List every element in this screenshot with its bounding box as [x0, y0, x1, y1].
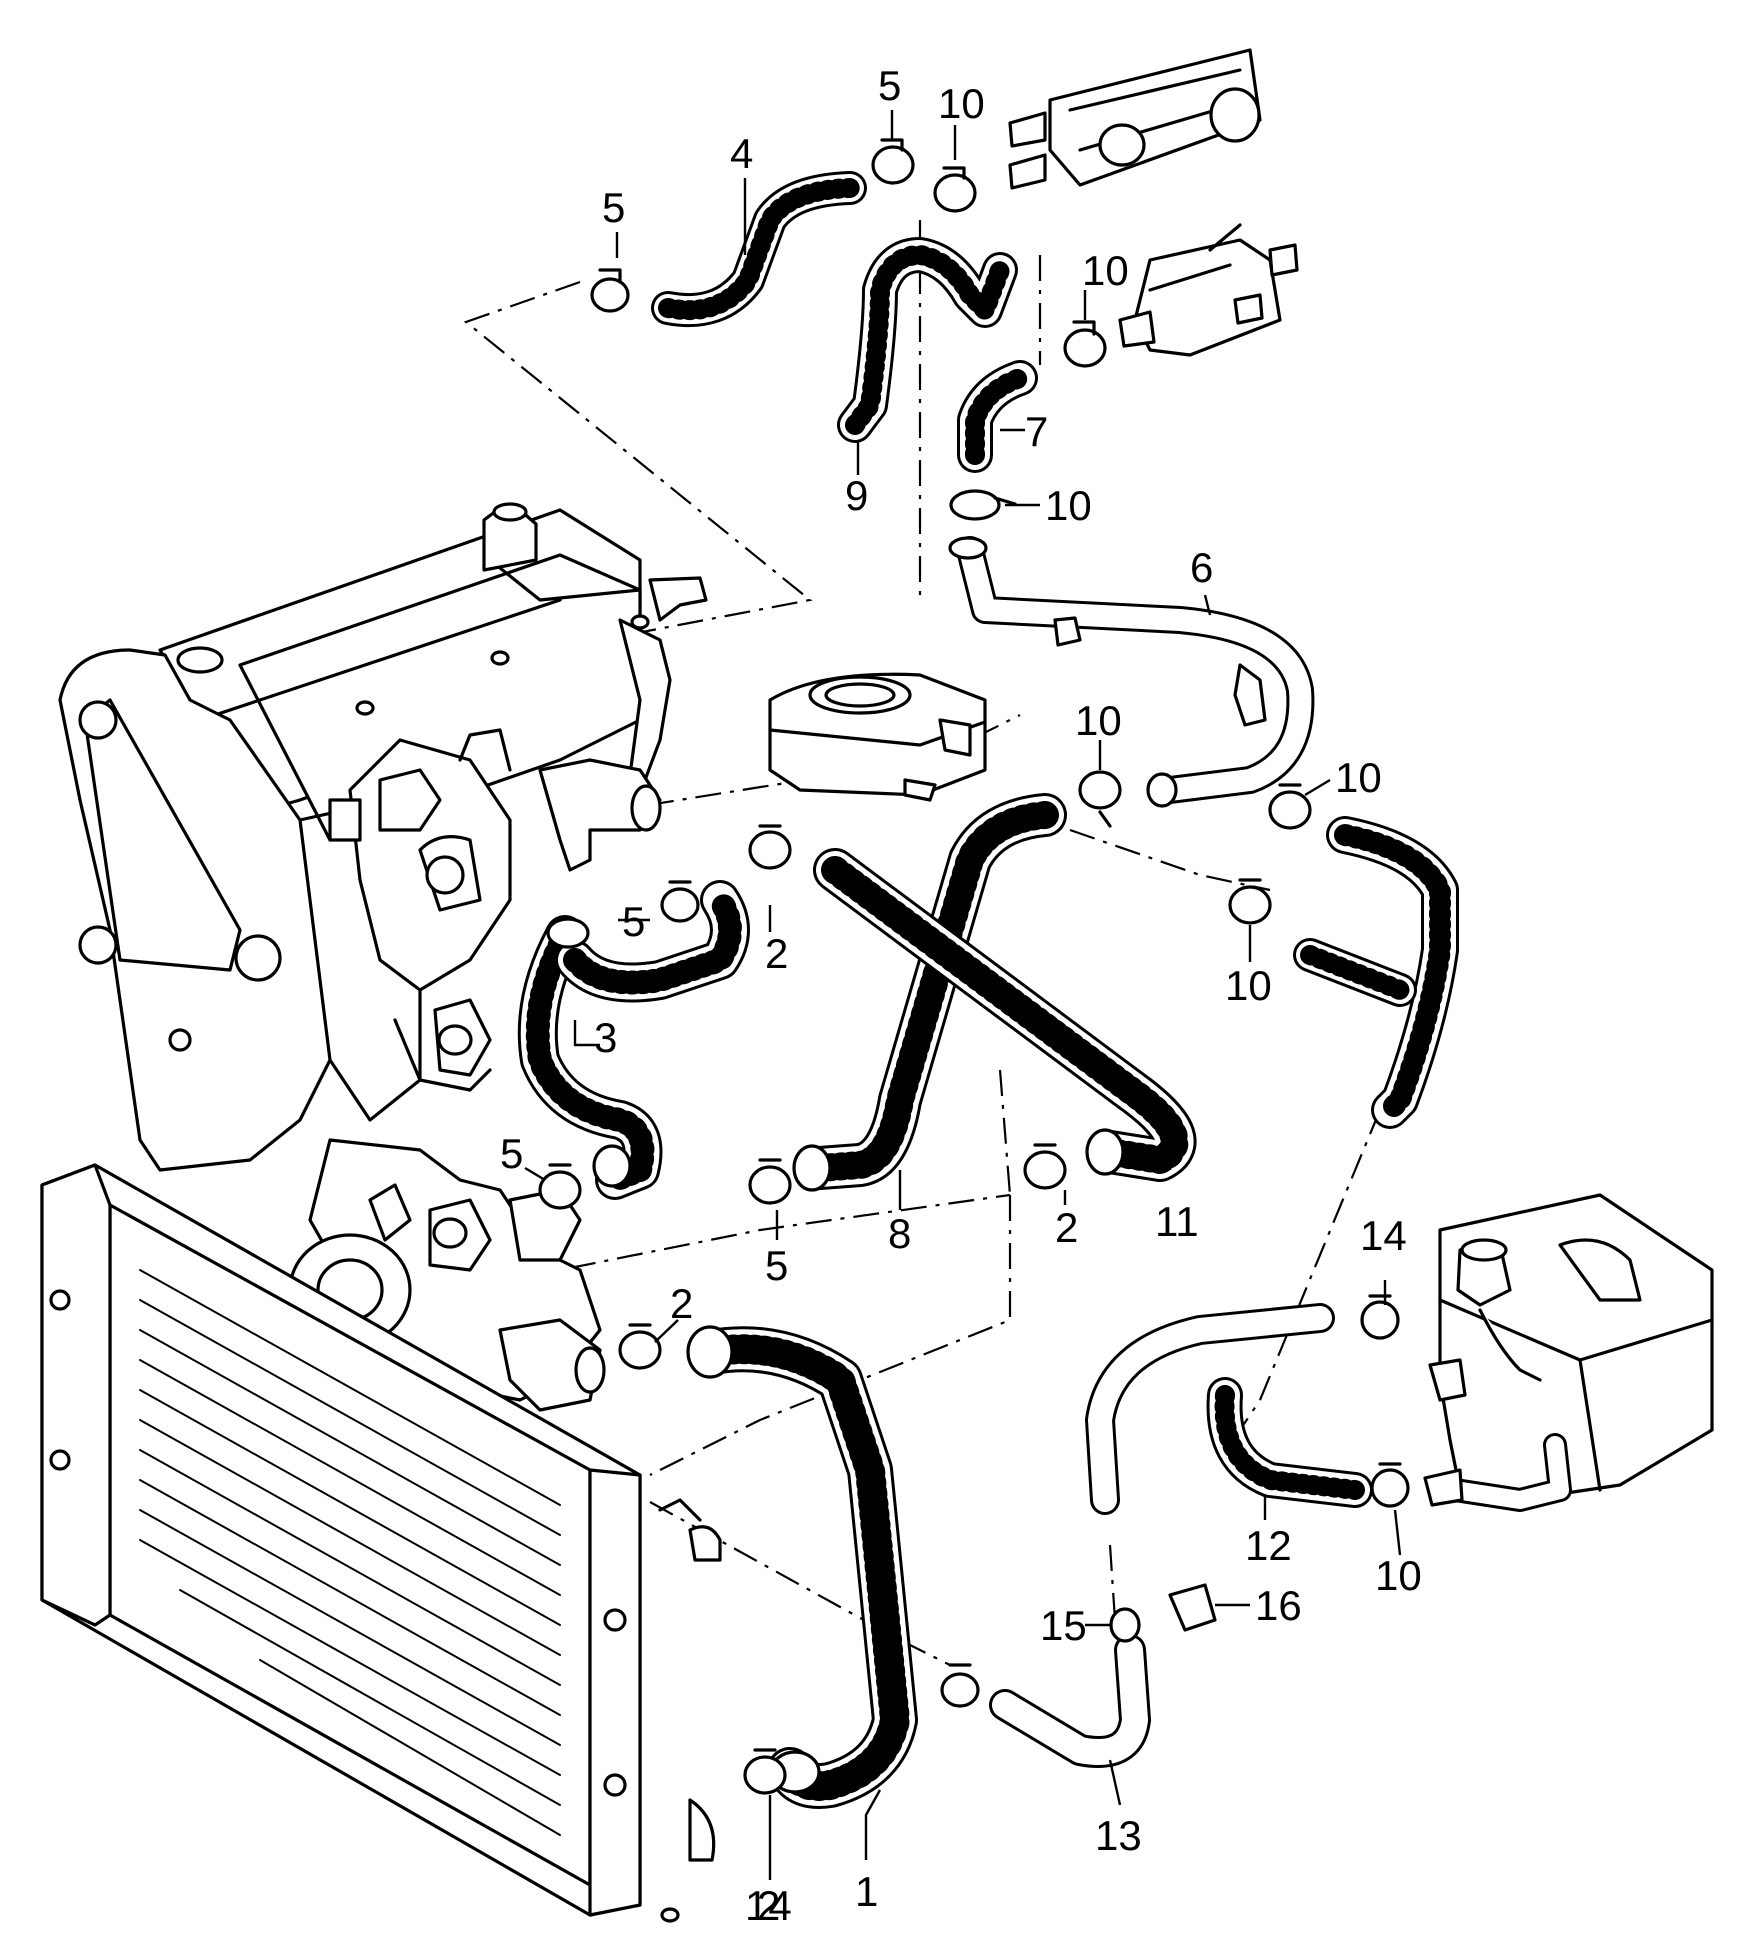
clamp-icon	[1063, 320, 1107, 368]
callout-labels: 1 2 2 2 2 3 4 5 5 5 5 5 6 7 8 9 10 10 10…	[500, 62, 1422, 1929]
callout-2: 2	[1055, 1204, 1078, 1251]
callout-8: 8	[888, 1210, 911, 1257]
callout-5: 5	[622, 898, 645, 945]
callout-6: 6	[1190, 544, 1213, 591]
assembly-lines	[463, 220, 1382, 1666]
hose-9	[837, 237, 1018, 443]
hose-3	[517, 880, 750, 1200]
clamp-icon	[590, 268, 630, 313]
coolant-pipe-6	[948, 536, 1315, 808]
tank-outlet-tube	[1423, 1433, 1572, 1512]
engine-block	[58, 502, 708, 1412]
callout-10: 10	[1335, 754, 1382, 801]
callout-1: 1	[855, 1868, 878, 1915]
hose-13	[989, 1634, 1151, 1768]
clamp-icon	[1370, 1462, 1410, 1508]
clamp-icon	[743, 1748, 787, 1795]
callout-3: 3	[594, 1014, 617, 1061]
callout-14: 14	[745, 1882, 792, 1929]
clamp-icon	[1360, 1294, 1400, 1340]
clamp-icon	[1023, 1143, 1067, 1190]
hose-4	[651, 171, 867, 328]
hose-1	[686, 1325, 918, 1809]
callout-10: 10	[938, 80, 985, 127]
callout-5: 5	[765, 1242, 788, 1289]
clamp-icon	[1168, 1583, 1217, 1632]
clamp-icon	[1228, 878, 1272, 925]
callout-10: 10	[1375, 1552, 1422, 1599]
reservoir-tank	[1428, 1193, 1714, 1502]
callout-10: 10	[1075, 697, 1122, 744]
hose-8	[792, 793, 1067, 1192]
clamp-icon	[1078, 770, 1122, 828]
clamp-icon	[660, 880, 700, 923]
callout-10: 10	[1225, 962, 1272, 1009]
clamp-icon	[871, 138, 915, 185]
radiator	[40, 1163, 722, 1923]
callout-2: 2	[765, 930, 788, 977]
callout-14: 14	[1360, 1212, 1407, 1259]
heater-valve	[1118, 223, 1299, 357]
clamp-icon	[1268, 783, 1312, 830]
clamp-icon	[538, 1163, 582, 1210]
hose-7	[957, 360, 1038, 473]
callout-5: 5	[602, 184, 625, 231]
hose-plain-vertical	[1085, 1303, 1335, 1515]
callout-2: 2	[670, 1280, 693, 1327]
callout-16: 16	[1255, 1582, 1302, 1629]
expansion-tank	[768, 672, 987, 802]
callout-12: 12	[1245, 1522, 1292, 1569]
callout-7: 7	[1025, 408, 1048, 455]
hose-12	[1206, 1377, 1373, 1508]
leader-lines	[524, 110, 1402, 1880]
callout-13: 13	[1095, 1812, 1142, 1859]
callout-10: 10	[1045, 482, 1092, 529]
clamp-icon	[949, 489, 1017, 521]
clamp-icon	[748, 824, 792, 870]
radiator-fins	[139, 1269, 561, 1836]
callout-5: 5	[500, 1130, 523, 1177]
callout-10: 10	[1082, 247, 1129, 294]
callout-2: 2	[757, 1882, 780, 1929]
clamp-icon	[618, 1323, 662, 1370]
callout-5: 5	[878, 62, 901, 109]
callout-11: 11	[1155, 1198, 1199, 1245]
hose-10-right	[1293, 816, 1459, 1129]
callout-4: 4	[730, 130, 753, 177]
hose-11	[813, 848, 1197, 1182]
callout-9: 9	[845, 472, 868, 519]
clamp-icon	[940, 1663, 980, 1708]
clamp-icon	[933, 166, 977, 213]
heater-core	[1008, 48, 1262, 190]
hose-clamps	[538, 138, 1410, 1795]
clamp-icon	[748, 1158, 792, 1205]
clamp-icon	[1109, 1607, 1141, 1643]
callout-15: 15	[1040, 1602, 1087, 1649]
